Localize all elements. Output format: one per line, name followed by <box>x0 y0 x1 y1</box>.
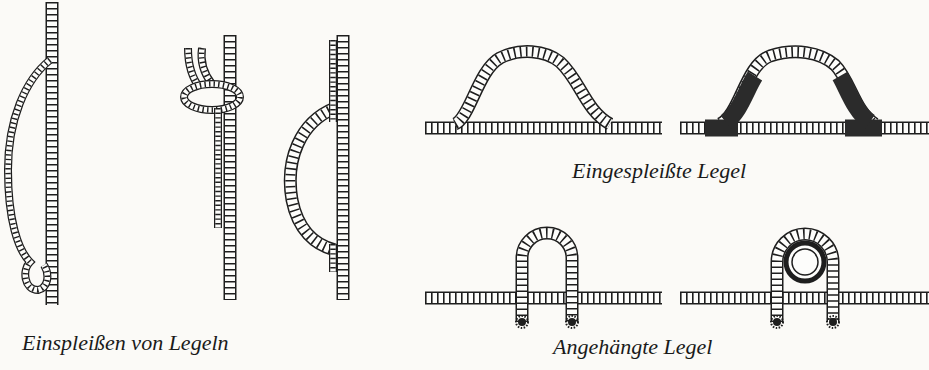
hung-loop-thimble <box>680 234 929 328</box>
caption-label: Angehängte Legel <box>553 334 712 360</box>
caption-label: Einspleißen von Legeln <box>22 330 229 356</box>
caption-label: Eingespleißte Legel <box>572 158 746 184</box>
splice-step-two <box>184 35 240 300</box>
splice-step-three <box>290 35 343 300</box>
spliced-loop-wrapped <box>680 52 929 128</box>
hung-loop-plain <box>425 233 662 328</box>
spliced-loop-plain <box>425 52 662 128</box>
splice-step-one <box>8 2 52 305</box>
